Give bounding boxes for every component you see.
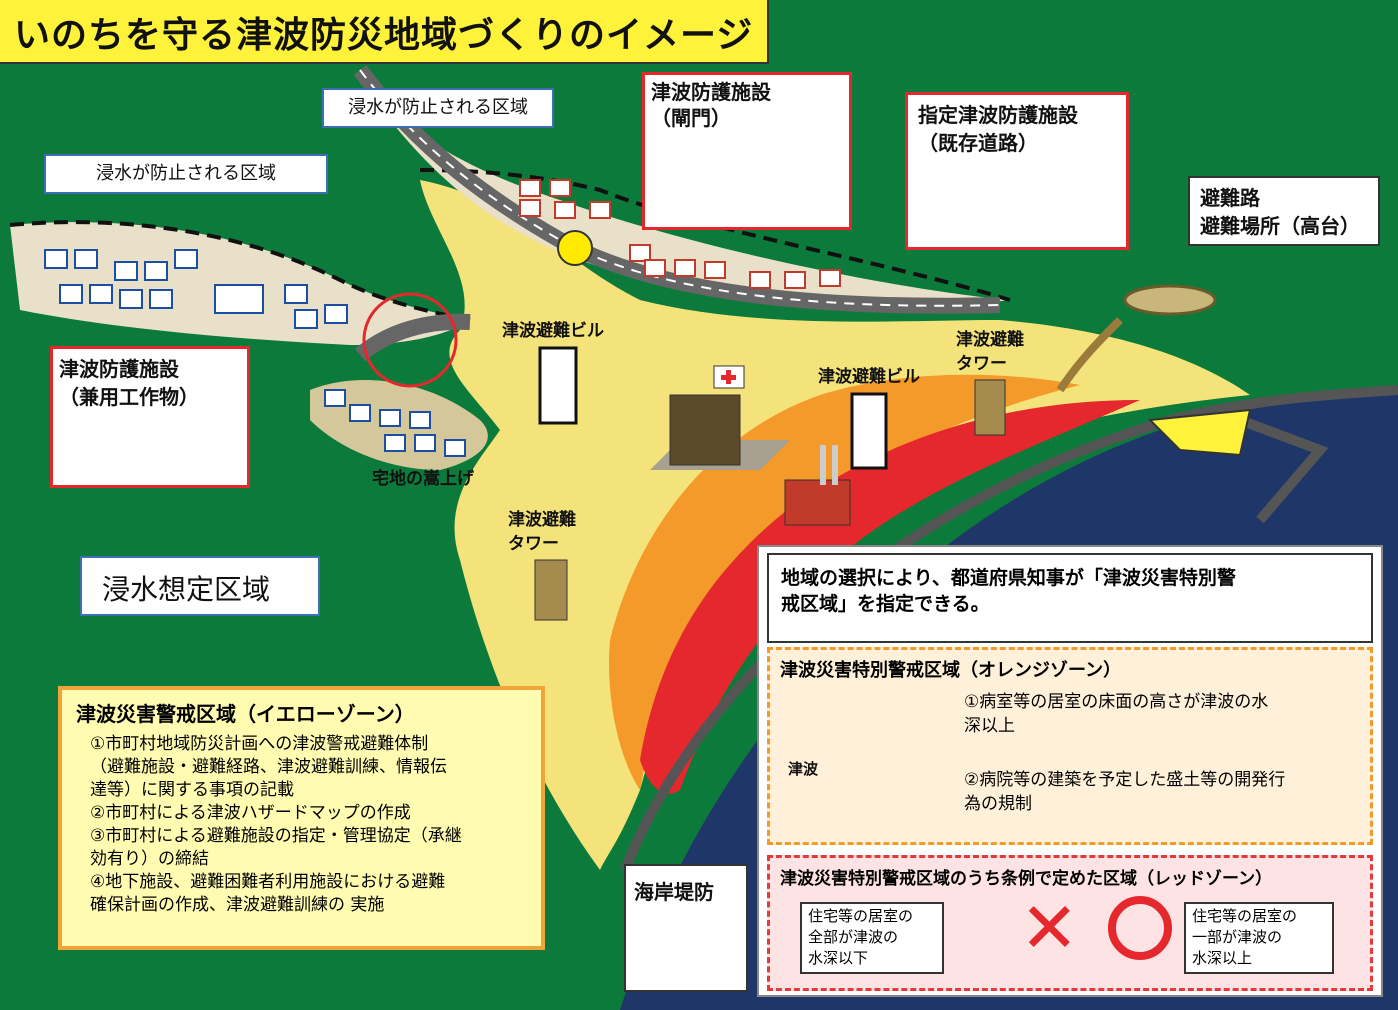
prevented-area-west bbox=[10, 222, 470, 345]
evac-building-label: 津波避難ビル bbox=[502, 321, 604, 341]
evac-route-callout: 避難路 避難場所（高台） bbox=[1188, 176, 1380, 246]
evac-building-icon bbox=[538, 346, 578, 425]
seawall-line bbox=[620, 385, 1398, 872]
orange-zone-item-1: ①病室等の居室の床面の高さが津波の水 深以上 bbox=[964, 692, 1269, 736]
dual-use-title: 津波防護施設 （兼用工作物） bbox=[59, 357, 199, 409]
gate-callout: 津波防護施設 （閘門） bbox=[642, 72, 852, 230]
houses-raised bbox=[324, 389, 466, 457]
inundation-area-label: 浸水想定区域 bbox=[102, 573, 271, 606]
red-zone-note-left: 住宅等の居室の 全部が津波の 水深以下 bbox=[800, 902, 944, 974]
gate-callout-title: 津波防護施設 （閘門） bbox=[651, 80, 771, 130]
hospital-building bbox=[669, 394, 741, 466]
houses-west bbox=[44, 249, 348, 329]
orange-zone-panel: 津波災害特別警戒区域（オレンジゾーン） 津波 ①病室等の居室の床面の高さが津波の… bbox=[767, 647, 1373, 845]
designated-facility-title: 指定津波防護施設 （既存道路） bbox=[918, 103, 1078, 155]
evac-hill-platform bbox=[1123, 284, 1217, 316]
tower-label-2: 津波避難 タワー bbox=[956, 330, 1024, 374]
evac-building-icon-2 bbox=[850, 392, 888, 470]
yellow-zone-item: ①市町村地域防災計画への津波警戒避難体制 （避難施設・避難経路、津波避難訓練、情… bbox=[90, 734, 447, 800]
yellow-zone-panel: 津波災害警戒区域（イエローゾーン） ①市町村地域防災計画への津波警戒避難体制 （… bbox=[58, 686, 545, 950]
red-zone-note-right: 住宅等の居室の 一部が津波の 水深以上 bbox=[1184, 902, 1334, 974]
seawall-label: 海岸堤防 bbox=[634, 880, 714, 904]
evac-route-title: 避難路 避難場所（高台） bbox=[1200, 186, 1360, 238]
tsunami-label: 津波 bbox=[788, 760, 819, 778]
special-zone-headline: 地域の選択により、都道府県知事が「津波災害特別警 戒区域」を指定できる。 bbox=[767, 553, 1373, 643]
orange-zone-item-2: ②病院等の建築を予定した盛土等の開発行 為の規制 bbox=[964, 770, 1286, 814]
designated-facility-callout: 指定津波防護施設 （既存道路） bbox=[905, 92, 1129, 250]
orange-zone bbox=[609, 374, 1080, 790]
prevented-area-callout-north: 浸水が防止される区域 bbox=[322, 88, 554, 128]
raised-land-label: 宅地の嵩上げ bbox=[372, 469, 474, 489]
prohibited-x-icon: ✕ bbox=[1020, 887, 1079, 969]
yellow-zone-title: 津波災害警戒区域（イエローゾーン） bbox=[76, 702, 415, 726]
orange-zone-title: 津波災害特別警戒区域（オレンジゾーン） bbox=[780, 660, 1122, 681]
allowed-circle-icon bbox=[1108, 896, 1172, 960]
factory-icon bbox=[784, 479, 851, 526]
red-zone-title: 津波災害特別警戒区域のうち条例で定めた区域（レッドゾーン） bbox=[780, 869, 1273, 889]
gate-marker bbox=[557, 230, 593, 266]
yellow-zone-item: ④地下施設、避難困難者利用施設における避難 確保計画の作成、津波避難訓練の 実施 bbox=[90, 872, 446, 915]
tower-label: 津波避難 タワー bbox=[508, 510, 576, 554]
dual-use-callout: 津波防護施設 （兼用工作物） bbox=[50, 346, 250, 488]
tower-icon bbox=[534, 559, 568, 621]
seawall-callout: 海岸堤防 bbox=[624, 864, 748, 992]
special-zone-panel: 地域の選択により、都道府県知事が「津波災害特別警 戒区域」を指定できる。 津波災… bbox=[757, 545, 1383, 997]
evac-building-label-2: 津波避難ビル bbox=[818, 367, 920, 387]
prevented-area-callout-west: 浸水が防止される区域 bbox=[44, 154, 328, 194]
tower-icon-2 bbox=[974, 379, 1006, 436]
page-title: いのちを守る津波防災地域づくりのイメージ bbox=[0, 0, 770, 64]
yellow-zone-item: ②市町村による津波ハザードマップの作成 bbox=[90, 803, 411, 823]
yellow-zone-item: ③市町村による避難施設の指定・管理協定（承継 効有り）の締結 bbox=[90, 826, 462, 869]
inundation-area-callout: 浸水想定区域 bbox=[80, 556, 320, 616]
red-zone-panel: 津波災害特別警戒区域のうち条例で定めた区域（レッドゾーン） 住宅等の居室の 全部… bbox=[767, 855, 1373, 991]
houses-north bbox=[519, 179, 841, 289]
yellow-zone-list: ①市町村地域防災計画への津波警戒避難体制 （避難施設・避難経路、津波避難訓練、情… bbox=[76, 733, 527, 917]
